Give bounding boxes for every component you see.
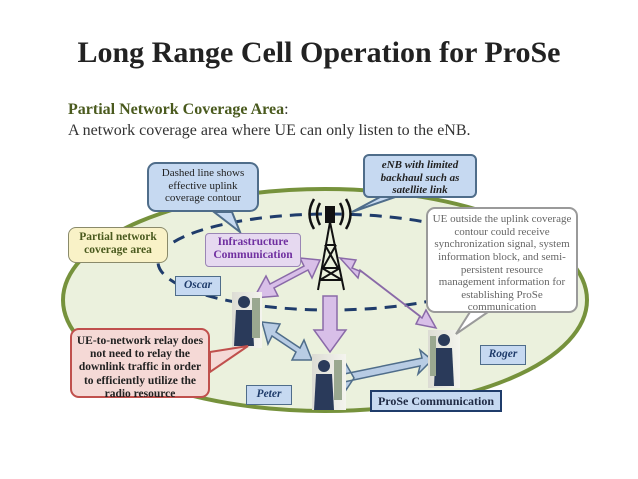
enb-note-box: eNB with limited backhaul such as satell… (363, 154, 477, 198)
subtitle-colon: : (284, 101, 289, 118)
infrastructure-label: Infrastructure Communication (205, 233, 301, 267)
callout-pointer-dashed (211, 211, 243, 236)
user-label-peter: Peter (246, 385, 292, 405)
slide-title: Long Range Cell Operation for ProSe (77, 36, 561, 69)
partial-coverage-label: Partial network coverage area (68, 227, 168, 263)
infrastructure-arrows (252, 257, 438, 354)
roger-person-icon (428, 330, 460, 388)
ue-outside-note: UE outside the uplink coverage contour c… (426, 207, 578, 313)
prose-communication-label: ProSe Communication (370, 390, 502, 412)
arrow-enb-roger (338, 257, 438, 330)
arrow-peter-roger (341, 347, 434, 392)
subtitle-description: A network coverage area where UE can onl… (68, 122, 471, 139)
user-label-roger: Roger (480, 345, 526, 365)
user-label-oscar: Oscar (175, 276, 221, 296)
relay-note: UE-to-network relay does not need to rel… (70, 328, 210, 400)
callout-pointer-relay (209, 345, 249, 374)
subtitle-heading: Partial Network Coverage Area: (68, 101, 289, 119)
callout-dashed-line: Dashed line shows effective uplink cover… (147, 162, 259, 212)
peter-person-icon (312, 354, 346, 410)
enb-tower-icon (308, 198, 352, 291)
arrow-enb-peter (312, 295, 348, 354)
subtitle-bold: Partial Network Coverage Area (68, 101, 285, 118)
oscar-person-icon (232, 292, 262, 348)
